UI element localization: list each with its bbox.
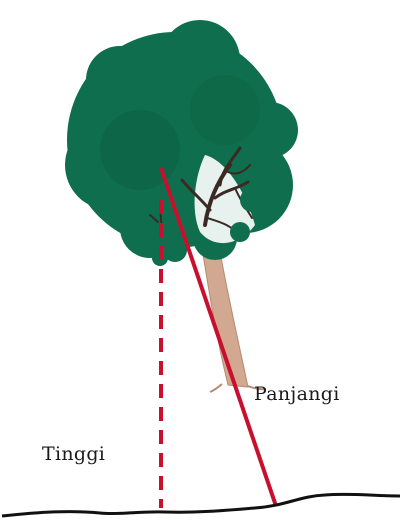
ground-line (2, 494, 400, 516)
length-label: Panjangi (254, 383, 340, 405)
height-label: Tinggi (42, 443, 105, 465)
